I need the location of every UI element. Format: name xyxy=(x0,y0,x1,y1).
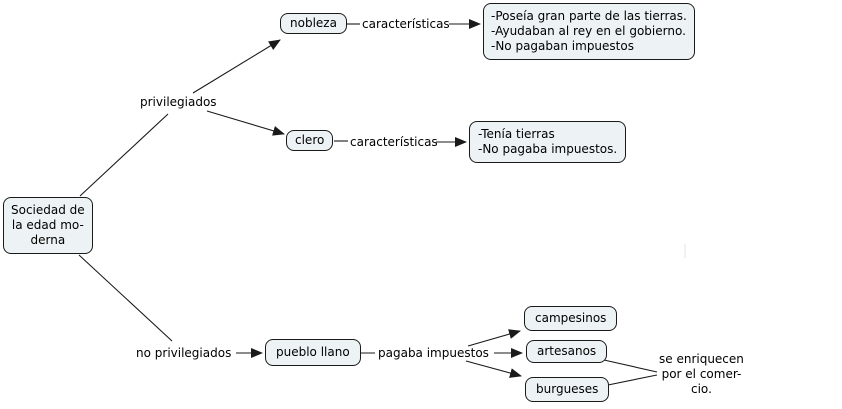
edge-burgueses-to-se-enriquecen xyxy=(607,374,658,386)
node-clero-caracteristicas[interactable]: -Tenía tierras -No pagaba impuestos. xyxy=(469,121,627,163)
node-pueblo-llano[interactable]: pueblo llano xyxy=(265,339,361,366)
edge-privilegiados-to-nobleza xyxy=(192,39,281,94)
link-label-se-enriquecen[interactable]: se enriquecen por el comer- cio. xyxy=(659,352,744,396)
node-clero[interactable]: clero xyxy=(286,130,334,151)
link-label-pagaba-impuestos[interactable]: pagaba impuestos xyxy=(378,346,489,360)
edge-root-to-no-privilegiados xyxy=(78,254,173,342)
edge-artesanos-to-se-enriquecen xyxy=(603,359,658,373)
edge-privilegiados-to-clero xyxy=(206,110,285,136)
edge-root-to-privilegiados xyxy=(79,113,169,197)
link-label-caracteristicas-nobleza[interactable]: características xyxy=(362,17,450,31)
node-campesinos[interactable]: campesinos xyxy=(524,306,618,331)
link-label-no-privilegiados[interactable]: no privilegiados xyxy=(136,346,232,360)
edge-pagaba-to-burgueses xyxy=(465,360,522,378)
node-burgueses[interactable]: burgueses xyxy=(525,377,610,402)
link-label-caracteristicas-clero[interactable]: características xyxy=(350,135,438,149)
node-sociedad-edad-moderna[interactable]: Sociedad de la edad mo- derna xyxy=(3,197,93,254)
node-nobleza-caracteristicas[interactable]: -Poseía gran parte de las tierras. -Ayud… xyxy=(483,3,695,60)
node-artesanos[interactable]: artesanos xyxy=(526,340,608,363)
node-nobleza[interactable]: nobleza xyxy=(280,13,347,34)
edge-pagaba-to-campesinos xyxy=(467,329,521,347)
link-label-privilegiados[interactable]: privilegiados xyxy=(140,95,217,109)
